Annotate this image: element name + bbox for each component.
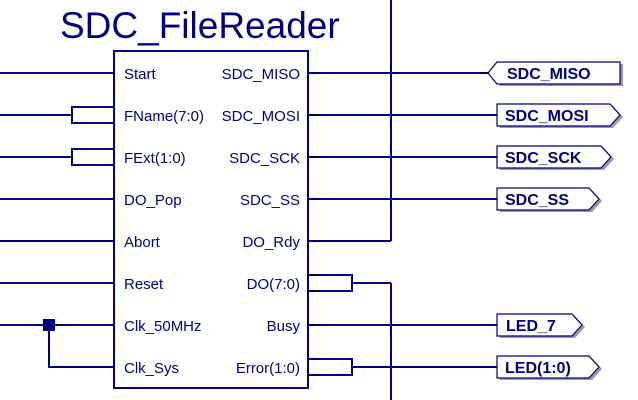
port-tag-label: LED(1:0)	[505, 360, 571, 377]
pin-label-sdc-ss: SDC_SS	[240, 192, 300, 209]
output-bus-markers	[307, 274, 353, 376]
bus-marker-fext	[71, 148, 117, 166]
pin-label-busy: Busy	[267, 318, 301, 335]
pin-label-do-pop: DO_Pop	[124, 192, 182, 209]
port-tag-sdc-miso[interactable]: SDC_MISO	[487, 61, 623, 86]
page-title: SDC_FileReader	[60, 5, 340, 46]
pin-label-do: DO(7:0)	[247, 276, 300, 293]
port-tag-sdc-mosi[interactable]: SDC_MOSI	[496, 103, 623, 128]
port-tag-sdc-ss[interactable]: SDC_SS	[496, 187, 602, 212]
port-tag-sdc-sck[interactable]: SDC_SCK	[496, 145, 614, 170]
port-tag-label: SDC_MOSI	[505, 108, 589, 125]
output-pin-labels: SDC_MISO SDC_MOSI SDC_SCK SDC_SS DO_Rdy …	[222, 66, 301, 377]
pin-label-fname: FName(7:0)	[124, 108, 204, 125]
bus-marker-do	[307, 274, 353, 292]
input-pin-labels: Start FName(7:0) FExt(1:0) DO_Pop Abort …	[124, 66, 204, 377]
port-tag-led-7[interactable]: LED_7	[496, 313, 585, 338]
port-tag-label: SDC_SCK	[505, 150, 582, 167]
port-tag-label: LED_7	[506, 318, 556, 335]
clk-junction-dot	[43, 319, 55, 331]
component-block-sdc-filereader[interactable]	[113, 50, 309, 389]
pin-label-clk-50mhz: Clk_50MHz	[124, 318, 202, 335]
pin-label-sdc-sck: SDC_SCK	[229, 150, 300, 167]
bus-marker-error	[307, 358, 353, 376]
input-wires	[0, 72, 114, 368]
pin-label-abort: Abort	[124, 234, 161, 251]
output-wires	[308, 72, 497, 368]
input-bus-markers	[71, 106, 117, 166]
pin-label-do-rdy: DO_Rdy	[242, 234, 300, 251]
port-tag-led-1-0[interactable]: LED(1:0)	[496, 355, 602, 380]
pin-label-reset: Reset	[124, 276, 164, 293]
pin-label-clk-sys: Clk_Sys	[124, 360, 179, 377]
pin-label-sdc-miso: SDC_MISO	[222, 66, 300, 83]
bus-marker-fname	[71, 106, 117, 124]
wire-clk-sys-branch[interactable]	[48, 325, 114, 368]
pin-label-sdc-mosi: SDC_MOSI	[222, 108, 300, 125]
port-tag-label: SDC_SS	[505, 192, 569, 209]
port-tag-label: SDC_MISO	[507, 66, 591, 83]
pin-label-start: Start	[124, 66, 157, 83]
pin-label-error: Error(1:0)	[236, 360, 300, 377]
pin-label-fext: FExt(1:0)	[124, 150, 186, 167]
